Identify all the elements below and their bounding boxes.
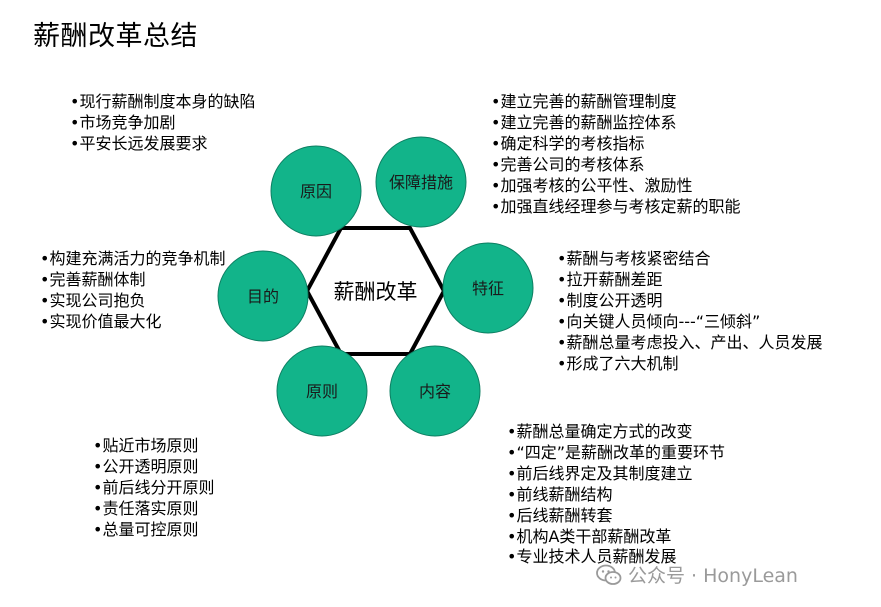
list-item: 平安长远发展要求 [70, 134, 255, 155]
list-item: 市场竞争加剧 [70, 113, 255, 134]
list-item: 完善薪酬体制 [40, 270, 225, 291]
list-item: 责任落实原则 [93, 499, 214, 520]
list-item: 前后线界定及其制度建立 [507, 464, 725, 485]
safeguards-list: 建立完善的薪酬管理制度 建立完善的薪酬监控体系 确定科学的考核指标 完善公司的考… [491, 92, 740, 217]
page-title: 薪酬改革总结 [33, 21, 198, 52]
principles-list: 贴近市场原则 公开透明原则 前后线分开原则 责任落实原则 总量可控原则 [93, 436, 214, 541]
list-item: 加强考核的公平性、激励性 [491, 176, 740, 197]
list-item: 前线薪酬结构 [507, 485, 725, 506]
list-item: 薪酬总量考虑投入、产出、人员发展 [557, 333, 822, 354]
list-item: 建立完善的薪酬监控体系 [491, 113, 740, 134]
list-item: “四定”是薪酬改革的重要环节 [507, 443, 725, 464]
list-item: 实现价值最大化 [40, 312, 225, 333]
reasons-list: 现行薪酬制度本身的缺陷 市场竞争加剧 平安长远发展要求 [70, 92, 255, 155]
list-item: 向关键人员倾向---“三倾斜” [557, 312, 822, 333]
list-item: 完善公司的考核体系 [491, 155, 740, 176]
list-item: 确定科学的考核指标 [491, 134, 740, 155]
list-item: 公开透明原则 [93, 457, 214, 478]
node-content: 内容 [389, 345, 481, 437]
wechat-icon [596, 564, 622, 585]
node-safeguard: 保障措施 [375, 136, 467, 228]
list-item: 前后线分开原则 [93, 478, 214, 499]
list-item: 现行薪酬制度本身的缺陷 [70, 92, 255, 113]
list-item: 加强直线经理参与考核定薪的职能 [491, 197, 740, 218]
features-list: 薪酬与考核紧密结合 拉开薪酬差距 制度公开透明 向关键人员倾向---“三倾斜” … [557, 249, 822, 374]
node-label-safeguard: 保障措施 [389, 173, 453, 192]
list-item: 薪酬总量确定方式的改变 [507, 422, 725, 443]
list-item: 拉开薪酬差距 [557, 270, 822, 291]
list-item: 建立完善的薪酬管理制度 [491, 92, 740, 113]
list-item: 构建充满活力的竞争机制 [40, 249, 225, 270]
watermark-text: 公众号 · HonyLean [628, 565, 798, 587]
node-label-content: 内容 [419, 382, 451, 401]
center-label: 薪酬改革 [334, 280, 418, 304]
node-goal: 目的 [217, 250, 309, 342]
list-item: 薪酬与考核紧密结合 [557, 249, 822, 270]
list-item: 专业技术人员薪酬发展 [507, 547, 725, 568]
node-reason: 原因 [270, 145, 362, 237]
goals-list: 构建充满活力的竞争机制 完善薪酬体制 实现公司抱负 实现价值最大化 [40, 249, 225, 333]
list-item: 形成了六大机制 [557, 354, 822, 375]
content-list: 薪酬总量确定方式的改变 “四定”是薪酬改革的重要环节 前后线界定及其制度建立 前… [507, 422, 725, 568]
node-label-reason: 原因 [300, 182, 332, 201]
list-item: 后线薪酬转套 [507, 506, 725, 527]
list-item: 贴近市场原则 [93, 436, 214, 457]
node-label-principle: 原则 [306, 382, 338, 401]
list-item: 实现公司抱负 [40, 291, 225, 312]
watermark: 公众号 · HonyLean [596, 561, 798, 588]
node-label-goal: 目的 [247, 287, 279, 306]
node-principle: 原则 [276, 345, 368, 437]
list-item: 总量可控原则 [93, 520, 214, 541]
list-item: 机构A类干部薪酬改革 [507, 527, 725, 548]
node-label-feature: 特征 [472, 279, 504, 298]
list-item: 制度公开透明 [557, 291, 822, 312]
node-feature: 特征 [442, 242, 534, 334]
